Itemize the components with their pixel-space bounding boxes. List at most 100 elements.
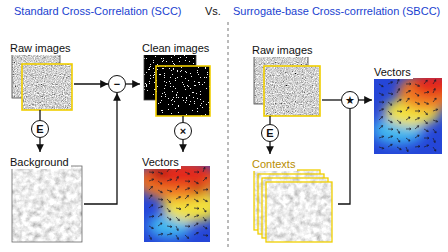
vector-heatmap (144, 166, 210, 242)
vector-arrow (158, 223, 162, 226)
vector-arrow (194, 190, 198, 193)
vector-arrow (379, 84, 383, 87)
vector-arrow (185, 195, 189, 199)
vector-arrow (397, 89, 400, 93)
vector-arrow (388, 144, 392, 147)
vector-arrow (433, 98, 436, 102)
vector-arrow (185, 204, 188, 208)
vector-arrow (167, 217, 171, 220)
vector-arrow (203, 217, 206, 221)
vector-arrow (415, 118, 420, 120)
connector-arrow (182, 140, 183, 152)
vector-arrow (176, 235, 179, 239)
vector-arrow (397, 147, 401, 150)
divider-line (228, 22, 229, 250)
vector-arrow (424, 137, 429, 139)
context-image (266, 182, 332, 242)
image-label: Raw images (8, 41, 73, 55)
vector-arrow (424, 129, 428, 132)
vector-arrow (149, 216, 154, 218)
vector-arrow (406, 117, 410, 120)
vector-arrow (149, 179, 154, 181)
vectors-map: Vectors (372, 62, 444, 156)
vector-arrow (203, 208, 206, 212)
vector-arrow (149, 195, 152, 199)
image-border (156, 66, 210, 116)
image-label: Vectors (372, 65, 413, 79)
vector-arrow (415, 93, 419, 96)
operator-symbol: − (114, 79, 120, 90)
vector-arrow (149, 186, 153, 190)
vector-arrow (397, 129, 400, 133)
vector-arrow (203, 234, 208, 236)
vector-arrow (433, 80, 436, 84)
vector-arrow (149, 205, 153, 208)
vector-arrow (203, 199, 207, 202)
vector-arrow (185, 214, 189, 217)
operator-symbol: × (180, 126, 186, 137)
vector-arrow (424, 102, 429, 104)
connector-arrow (322, 99, 341, 100)
raw-images: Raw images (8, 38, 74, 110)
vector-arrow (194, 233, 198, 236)
vector-arrow (388, 111, 392, 115)
clean-image (156, 66, 210, 116)
vector-arrow (203, 189, 208, 191)
connector-arrow (74, 83, 108, 84)
vector-arrow (158, 190, 162, 193)
vector-arrow (424, 80, 427, 84)
vector-arrow (433, 109, 438, 111)
vector-arrow (176, 186, 179, 190)
vector-arrow (415, 135, 419, 138)
image-label: Clean images (140, 41, 211, 55)
connector-arrow (39, 138, 40, 152)
connector-arrow (338, 109, 350, 204)
vector-arrow (433, 89, 435, 94)
vector-arrow (194, 215, 199, 217)
connector-arrow (269, 116, 270, 124)
vector-arrow (158, 206, 163, 208)
vector-arrow (433, 147, 436, 151)
vector-arrow (379, 117, 383, 121)
vector-arrow (176, 197, 181, 199)
vector-arrow (194, 171, 199, 173)
vector-arrow (167, 190, 172, 192)
vector-heatmap (374, 78, 442, 154)
vector-arrow (379, 136, 384, 138)
vector-arrow (158, 198, 163, 200)
connector-arrow (39, 110, 40, 120)
image-label: Vectors (140, 155, 181, 169)
operator-symbol: E (266, 128, 273, 139)
vector-arrow (167, 226, 172, 228)
vector-arrow (415, 126, 419, 129)
clean-images: Clean images (140, 38, 212, 116)
vector-arrow (379, 101, 384, 103)
vector-field (149, 167, 208, 239)
vector-arrow (194, 223, 198, 226)
image-border (266, 182, 332, 242)
vector-arrow (149, 226, 153, 229)
vector-arrow (176, 208, 181, 210)
vector-arrow (406, 98, 409, 102)
heading-text: Standard Cross-Correlation (SCC) (14, 4, 182, 18)
vector-arrow (397, 110, 402, 112)
vector-arrow (433, 120, 438, 122)
vector-arrow (194, 181, 198, 184)
vector-arrow (415, 102, 420, 104)
raw-images: Raw images (250, 40, 322, 116)
vector-arrow (415, 110, 420, 112)
vector-arrow (388, 93, 393, 95)
vector-arrow (167, 233, 172, 235)
vector-arrow (167, 199, 171, 203)
vector-arrow (185, 225, 190, 227)
vector-arrow (424, 145, 429, 147)
connector-arrow (126, 83, 140, 84)
vector-arrow (158, 233, 163, 235)
image-label: Raw images (250, 43, 315, 57)
vector-arrow (167, 179, 172, 181)
vector-arrow (397, 79, 399, 84)
vector-arrow (185, 172, 190, 174)
vector-arrow (388, 82, 393, 84)
